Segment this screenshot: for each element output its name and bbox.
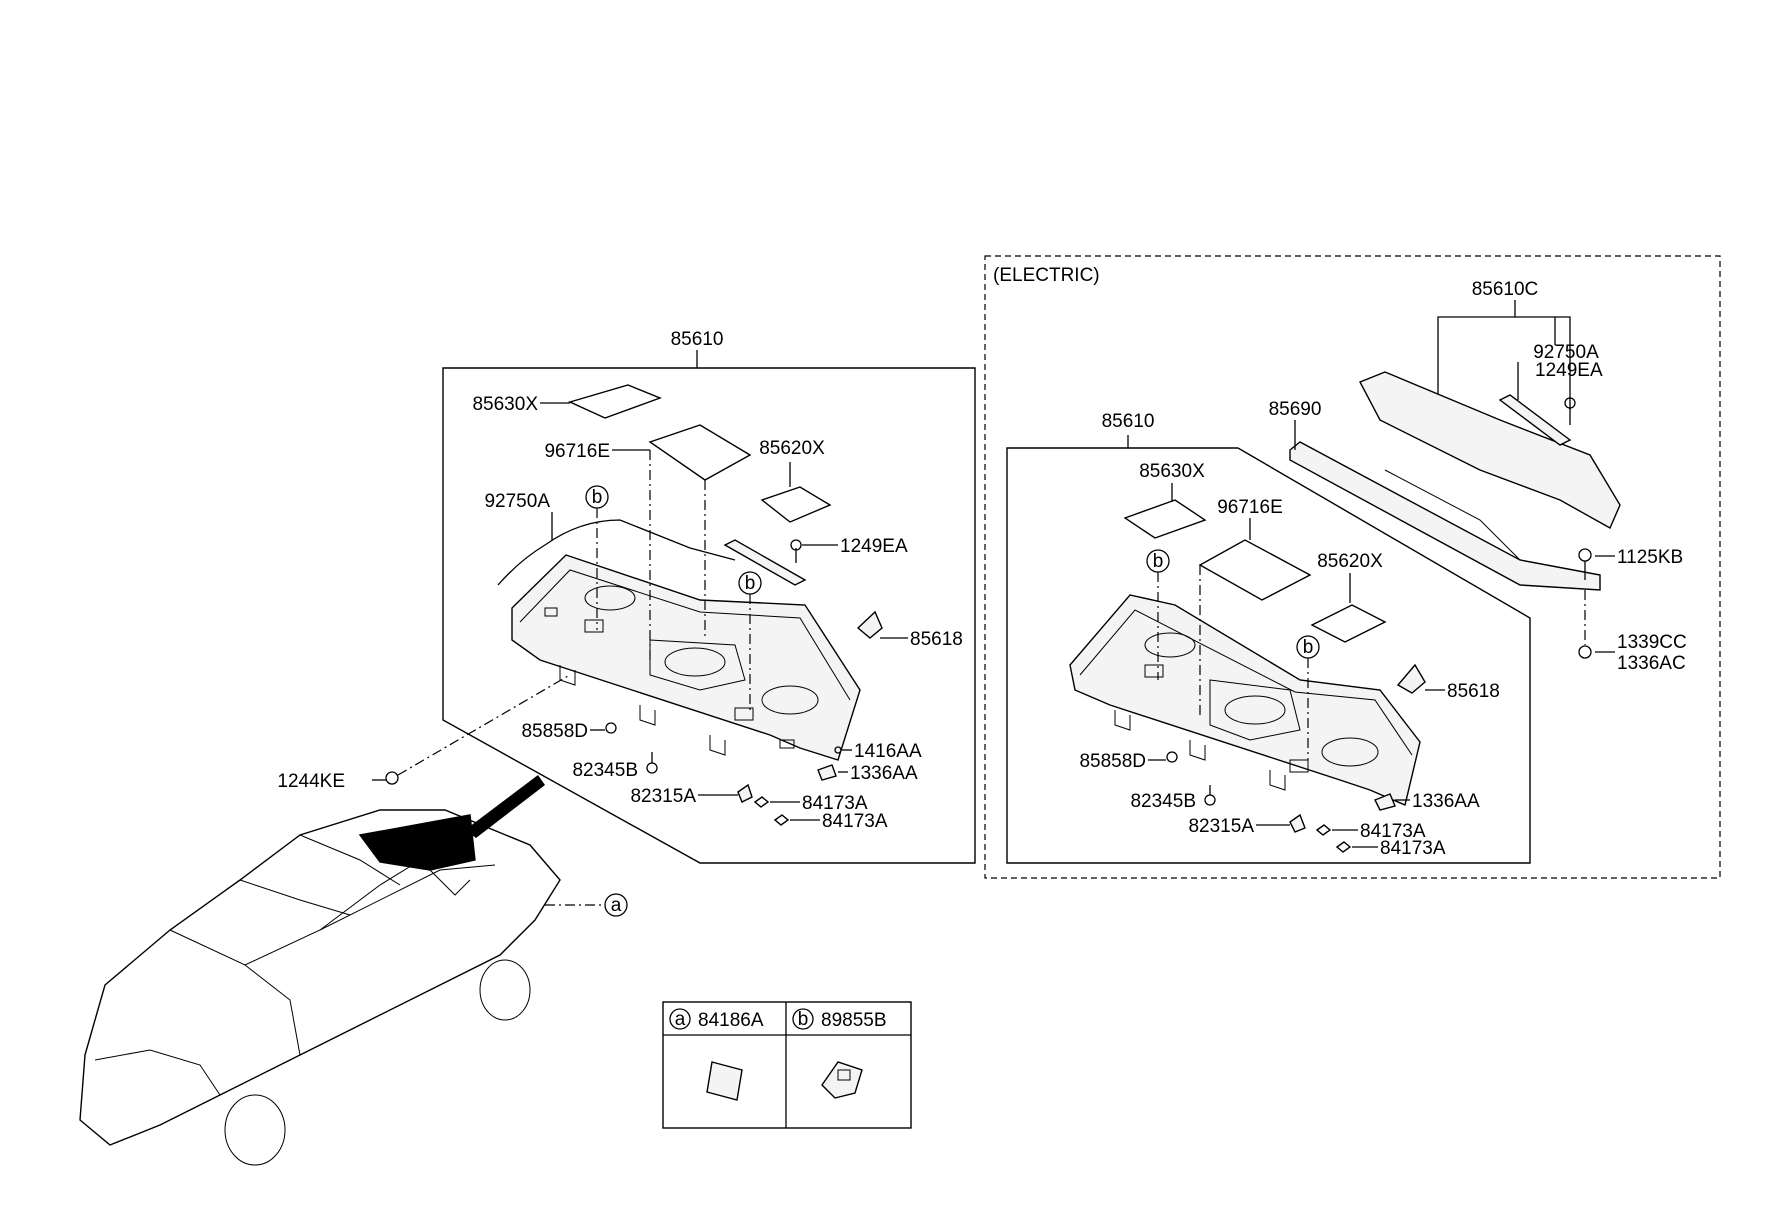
callout-82315a: 82315A [630, 786, 696, 807]
callout-right-1336aa: 1336AA [1412, 791, 1480, 812]
callout-1336aa: 1336AA [850, 763, 918, 784]
callout-right-82315a: 82315A [1188, 816, 1254, 837]
right-85620x-pad [1310, 604, 1387, 643]
right-85630x-pad [1123, 499, 1207, 539]
callout-right-84173a-2: 84173A [1380, 838, 1446, 859]
callout-right-84173a-1: 84173A [1360, 821, 1426, 842]
marker-b-right-2: b [1303, 637, 1314, 658]
right-85618-part [1396, 663, 1426, 694]
callout-82345b: 82345B [572, 760, 638, 781]
callout-96716e: 96716E [544, 441, 610, 462]
legend-b-marker: b [798, 1009, 809, 1030]
left-85618-part [856, 610, 883, 639]
callout-1336ac: 1336AC [1617, 653, 1686, 674]
left-85620x-pad [760, 486, 832, 523]
callout-92750a: 92750A [484, 491, 550, 512]
callout-85618: 85618 [910, 629, 963, 650]
callout-right-85620x: 85620X [1317, 551, 1383, 572]
left-group-frame [442, 367, 976, 864]
callout-85690: 85690 [1269, 399, 1322, 420]
right-sunshade-cover [1359, 371, 1621, 529]
left-bracket [723, 539, 807, 586]
car-illustration: a [79, 775, 628, 1166]
legend-a-part: 84186A [698, 1010, 764, 1031]
callout-right-85630x: 85630X [1139, 461, 1205, 482]
right-group-label: 85610 [1102, 411, 1155, 432]
marker-b-left-2: b [745, 573, 756, 594]
right-group-frame [1006, 447, 1531, 864]
callout-1416aa: 1416AA [854, 741, 922, 762]
left-group-label: 85610 [671, 329, 724, 350]
right-sunshade-rail [1289, 441, 1601, 591]
right-96716e-pad [1198, 539, 1312, 601]
left-shelf-panel [511, 554, 861, 761]
marker-b-right-1: b [1153, 551, 1164, 572]
callout-right-85618: 85618 [1447, 681, 1500, 702]
callout-85630x: 85630X [472, 394, 538, 415]
callout-85620x: 85620X [759, 438, 825, 459]
callout-1339cc: 1339CC [1617, 632, 1687, 653]
left-assembly: 85610 85630X 96716E 856 [277, 329, 976, 864]
right-top-group-label: 85610C [1472, 279, 1539, 300]
callout-right-82345b: 82345B [1130, 791, 1196, 812]
callout-1249ea: 1249EA [840, 536, 908, 557]
legend-box: a 84186A b 89855B [662, 1001, 912, 1129]
electric-dashed-frame [984, 255, 1721, 879]
callout-84173a-2: 84173A [822, 811, 888, 832]
callout-right-92750a: 92750A [1533, 342, 1599, 363]
callout-right-85858d: 85858D [1079, 751, 1146, 772]
callout-right-1249ea: 1249EA [1535, 360, 1603, 381]
electric-title: (ELECTRIC) [993, 265, 1100, 286]
left-92750a-wire [497, 519, 736, 586]
callout-84173a-1: 84173A [802, 793, 868, 814]
callout-right-96716e: 96716E [1217, 497, 1283, 518]
legend-a-pad [706, 1061, 743, 1101]
legend-a-marker: a [675, 1009, 686, 1030]
marker-a: a [611, 895, 622, 916]
callout-1125kb: 1125KB [1617, 547, 1683, 568]
legend-b-part: 89855B [821, 1010, 887, 1031]
right-electric-assembly: (ELECTRIC) 85610C 92750A 1249EA 85690 85… [984, 255, 1721, 879]
callout-85858d: 85858D [521, 721, 588, 742]
callout-1244ke: 1244KE [277, 771, 345, 792]
left-85630x-pad [568, 384, 662, 419]
marker-b-left-1: b [592, 487, 603, 508]
left-96716e-pad [648, 424, 752, 481]
